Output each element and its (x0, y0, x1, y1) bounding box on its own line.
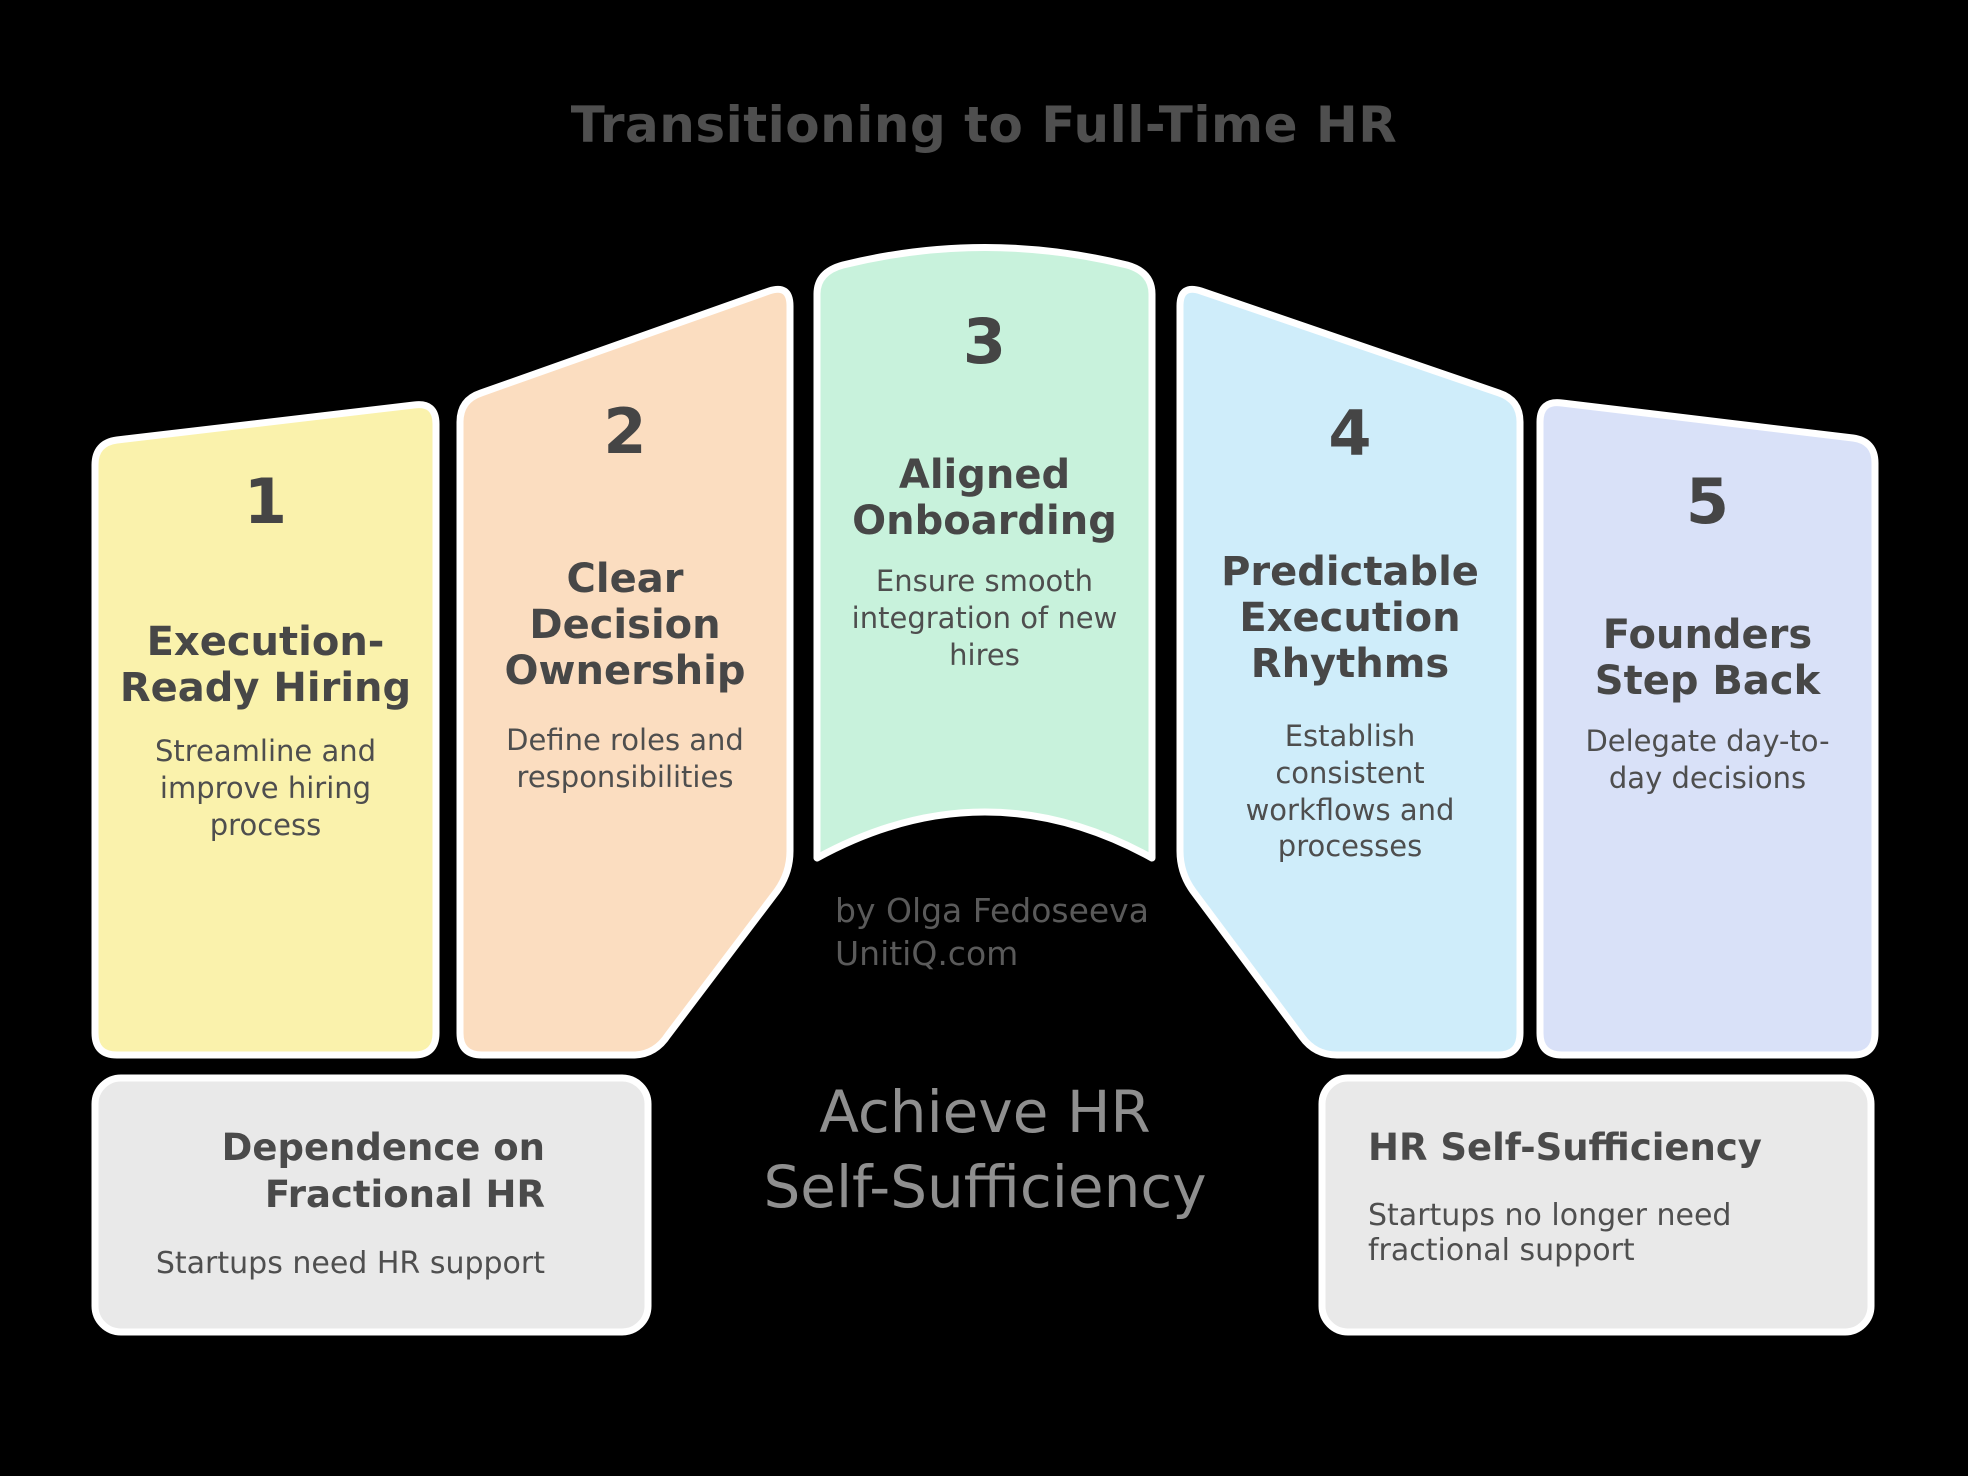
step-4-body: Establish consistent workflows and proce… (1245, 719, 1455, 864)
step-1-number: 1 (243, 465, 288, 538)
step-2-heading: Clear Decision Ownership (504, 556, 746, 694)
step-1-body: Streamline and improve hiring process (154, 734, 377, 842)
start-state-heading: Dependence on Fractional HR (221, 1126, 545, 1216)
step-4-shape (1176, 285, 1524, 1059)
step-3-heading: Aligned Onboarding (852, 452, 1117, 544)
step-3-shape (813, 244, 1156, 862)
step-2-number: 2 (603, 395, 647, 468)
start-state-box (91, 1074, 652, 1336)
step-2-body: Define roles and responsibilities (506, 723, 744, 794)
step-1-heading: Execution- Ready Hiring (119, 619, 412, 711)
step-3-body: Ensure smooth integration of new hires (851, 564, 1118, 672)
step-5-number: 5 (1685, 465, 1730, 538)
end-state-body: Startups no longer need fractional suppo… (1368, 1198, 1732, 1269)
step-3-number: 3 (962, 305, 1007, 378)
center-goal-text: Achieve HR Self-Sufficiency (763, 1078, 1207, 1221)
end-state-heading: HR Self-Sufficiency (1368, 1126, 1762, 1169)
step-4-heading: Predictable Execution Rhythms (1221, 549, 1479, 687)
step-5-heading: Founders Step Back (1594, 612, 1821, 704)
step-5-body: Delegate day-to- day decisions (1585, 724, 1830, 795)
attribution-text: by Olga Fedoseeva UnitiQ.com (835, 891, 1149, 973)
step-2-shape (456, 285, 794, 1059)
page-title: Transitioning to Full-Time HR (570, 96, 1398, 154)
end-state-box (1318, 1074, 1875, 1336)
start-state-body: Startups need HR support (155, 1246, 545, 1281)
step-1-shape (91, 401, 440, 1059)
step-5-shape (1536, 399, 1879, 1059)
step-4-number: 4 (1328, 397, 1372, 470)
